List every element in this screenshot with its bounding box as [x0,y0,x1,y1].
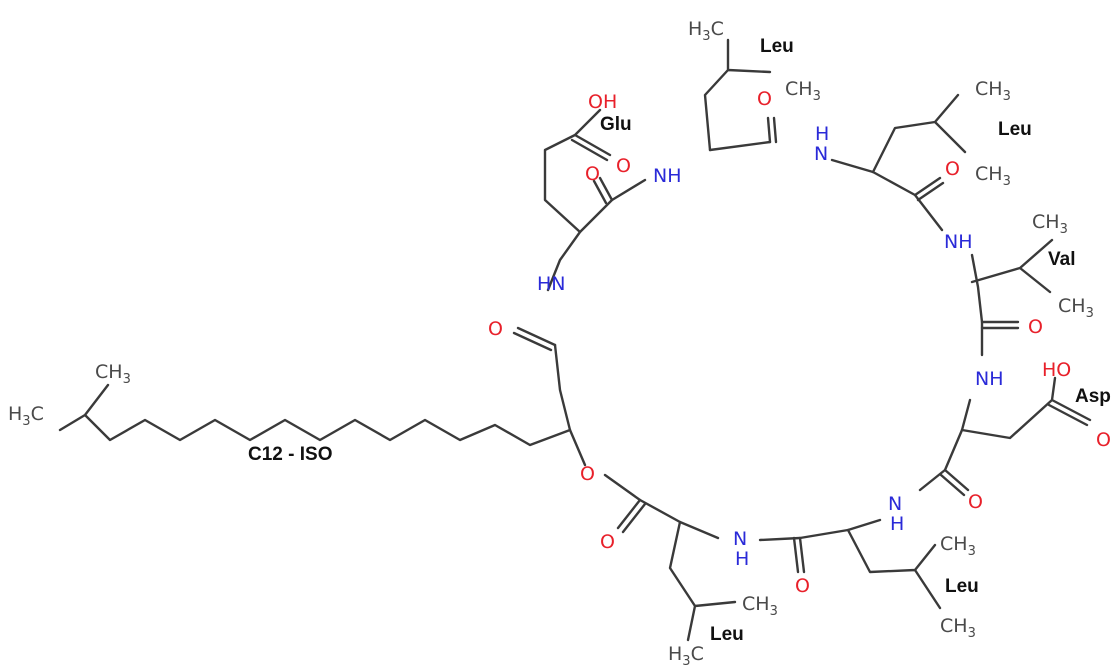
nitrogen-atom: N [888,493,902,515]
amide-nh-top-right: H N [814,123,829,165]
residue-label-leu-top: Leu [760,36,794,57]
fatty-acid-chain-label: C12 - ISO [248,444,332,465]
methyl-group: H3C [8,403,44,429]
amide-nh-bottom-right: N H [888,493,904,535]
residue-label-leu-bottom-right: Leu [945,576,979,597]
hydrogen-atom: H [735,548,749,570]
methyl-group: H3C [668,643,704,667]
fatty-acid-chain [58,383,572,447]
ring-carbonyls [512,116,1020,574]
leu-right-top-side-chain [871,93,967,174]
methyl-group: CH3 [940,533,976,559]
nitrogen-atom: N [814,143,828,165]
methyl-group: H3C [688,18,724,44]
oxygen-atom: O [795,575,810,597]
amide-nh: NH [653,165,682,187]
amide-nh-bottom: N H [733,528,749,570]
bond-layer [58,38,1092,642]
methyl-group: CH3 [975,78,1011,104]
glu-side-chain [543,108,612,234]
hydrogen-atom: H [815,123,829,145]
residue-label-leu-right-top: Leu [998,119,1032,140]
methyl-group: CH3 [1058,295,1094,321]
amide-nh: NH [944,231,973,253]
methyl-group: CH3 [95,361,131,387]
leu-bottom-left-side-chain [668,520,737,642]
asp-hydroxyl: HO [1042,359,1071,381]
oxygen-atom: O [945,158,960,180]
residue-label-asp: Asp [1075,386,1111,407]
oxygen-atom: O [585,163,600,185]
residue-label-val: Val [1048,249,1075,270]
glu-hydroxyl: OH [588,91,617,113]
ring-backbone [546,140,984,542]
oxygen-atom: O [1028,316,1043,338]
val-side-chain [970,238,1054,294]
hydrogen-atom: H [890,513,904,535]
methyl-group: CH3 [742,593,778,619]
oxygen-atom: O [757,88,772,110]
amide-hn: HN [537,273,566,295]
oxygen-atom: O [488,318,503,340]
glu-oxygen-atom: O [616,155,631,177]
nitrogen-atom: N [733,528,747,550]
methyl-group: CH3 [975,163,1011,189]
asp-side-chain [960,376,1092,440]
oxygen-atom: O [968,491,983,513]
leu-top-side-chain [703,38,772,152]
atom-label-layer: O O O O O O O O O O OH HO O NH H N NH NH… [8,18,1111,667]
residue-label-leu-bottom-left: Leu [710,624,744,645]
ester-oxygen-atom: O [580,463,595,485]
leu-bottom-right-side-chain [846,528,942,610]
amide-nh: NH [975,368,1004,390]
oxygen-atom: O [600,531,615,553]
methyl-group: CH3 [785,78,821,104]
methyl-group: CH3 [940,615,976,641]
asp-oxygen-atom: O [1096,429,1111,451]
residue-label-layer: Glu Leu Leu Val Asp Leu Leu C12 - ISO [248,36,1111,645]
residue-label-glu: Glu [600,114,632,135]
methyl-group: CH3 [1032,211,1068,237]
